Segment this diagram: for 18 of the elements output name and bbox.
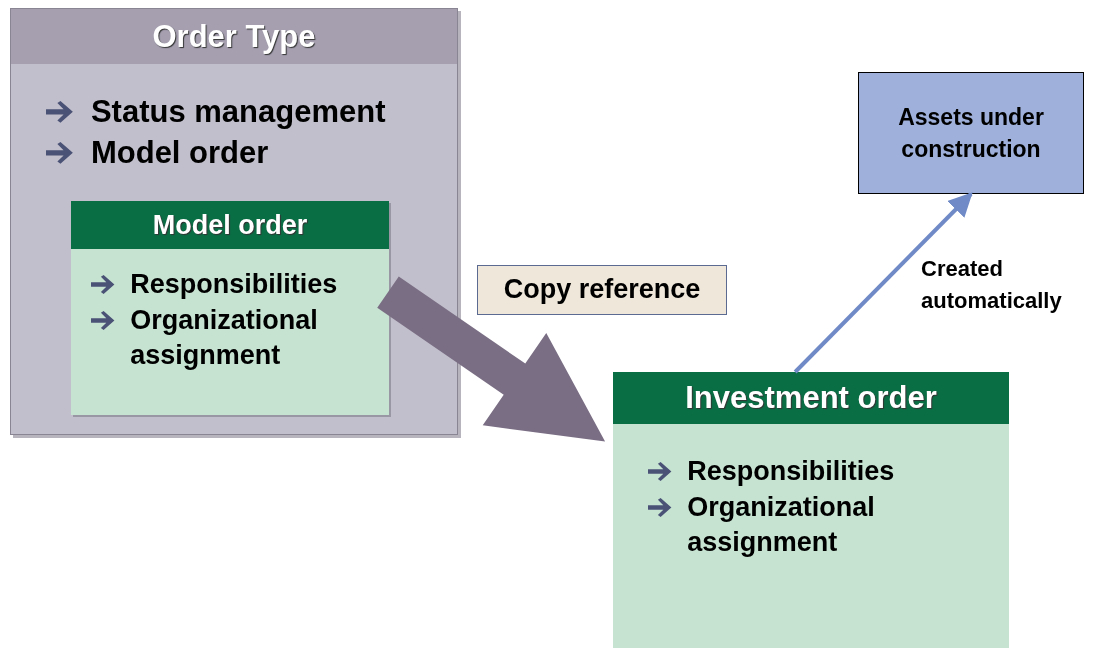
box-heading: Investment order (684, 379, 938, 417)
box-heading: Order Type (151, 18, 317, 56)
bullet-text: Responsibilities (687, 455, 895, 488)
bullet-text: Status management (90, 93, 386, 131)
bullet-text: Organizational assignment (687, 490, 876, 560)
box-text: Copy reference (503, 273, 701, 307)
bullet-text: Organizational assignment (130, 303, 319, 373)
group-box (613, 372, 1009, 648)
group-box (71, 201, 389, 415)
bullet-text: Model order (90, 133, 269, 172)
block-arrow (377, 276, 606, 442)
arrow (793, 192, 973, 374)
label-box (858, 72, 1084, 194)
group-box (10, 8, 458, 435)
box-heading: Model order (151, 209, 309, 242)
bullet-text: Responsibilities (130, 268, 338, 301)
box-text: Assets under construction (897, 102, 1045, 164)
label-box (477, 265, 727, 315)
